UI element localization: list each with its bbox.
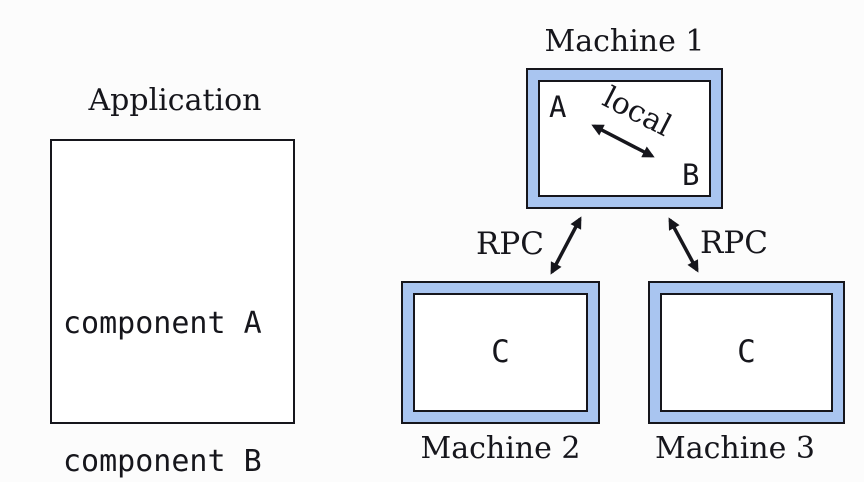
component-a-label: component A xyxy=(63,306,262,341)
application-box: component A component B component C xyxy=(50,139,295,479)
machine3-node-c-label: C xyxy=(737,334,756,370)
machine3-inner-box: C xyxy=(660,293,833,412)
node-b-label: B xyxy=(682,158,700,192)
machine1-title: Machine 1 xyxy=(544,24,705,59)
application-title: Application xyxy=(88,83,262,118)
node-a-label: A xyxy=(549,90,567,124)
machine2-node-c-label: C xyxy=(491,334,510,370)
machine1-box: A B xyxy=(526,68,723,209)
rpc-arrow-machine2 xyxy=(550,216,582,275)
machine3-title: Machine 3 xyxy=(654,431,816,466)
rpc-arrow-machine3 xyxy=(668,217,699,273)
machine2-title: Machine 2 xyxy=(420,431,581,466)
machine3-box: C xyxy=(648,281,845,424)
component-b-label: component B xyxy=(63,444,262,479)
machine2-box: C xyxy=(401,281,600,424)
machine2-inner-box: C xyxy=(413,293,588,412)
rpc-right-label: RPC xyxy=(700,225,768,261)
rpc-left-label: RPC xyxy=(476,226,544,262)
application-components: component A component B component C xyxy=(63,209,262,482)
